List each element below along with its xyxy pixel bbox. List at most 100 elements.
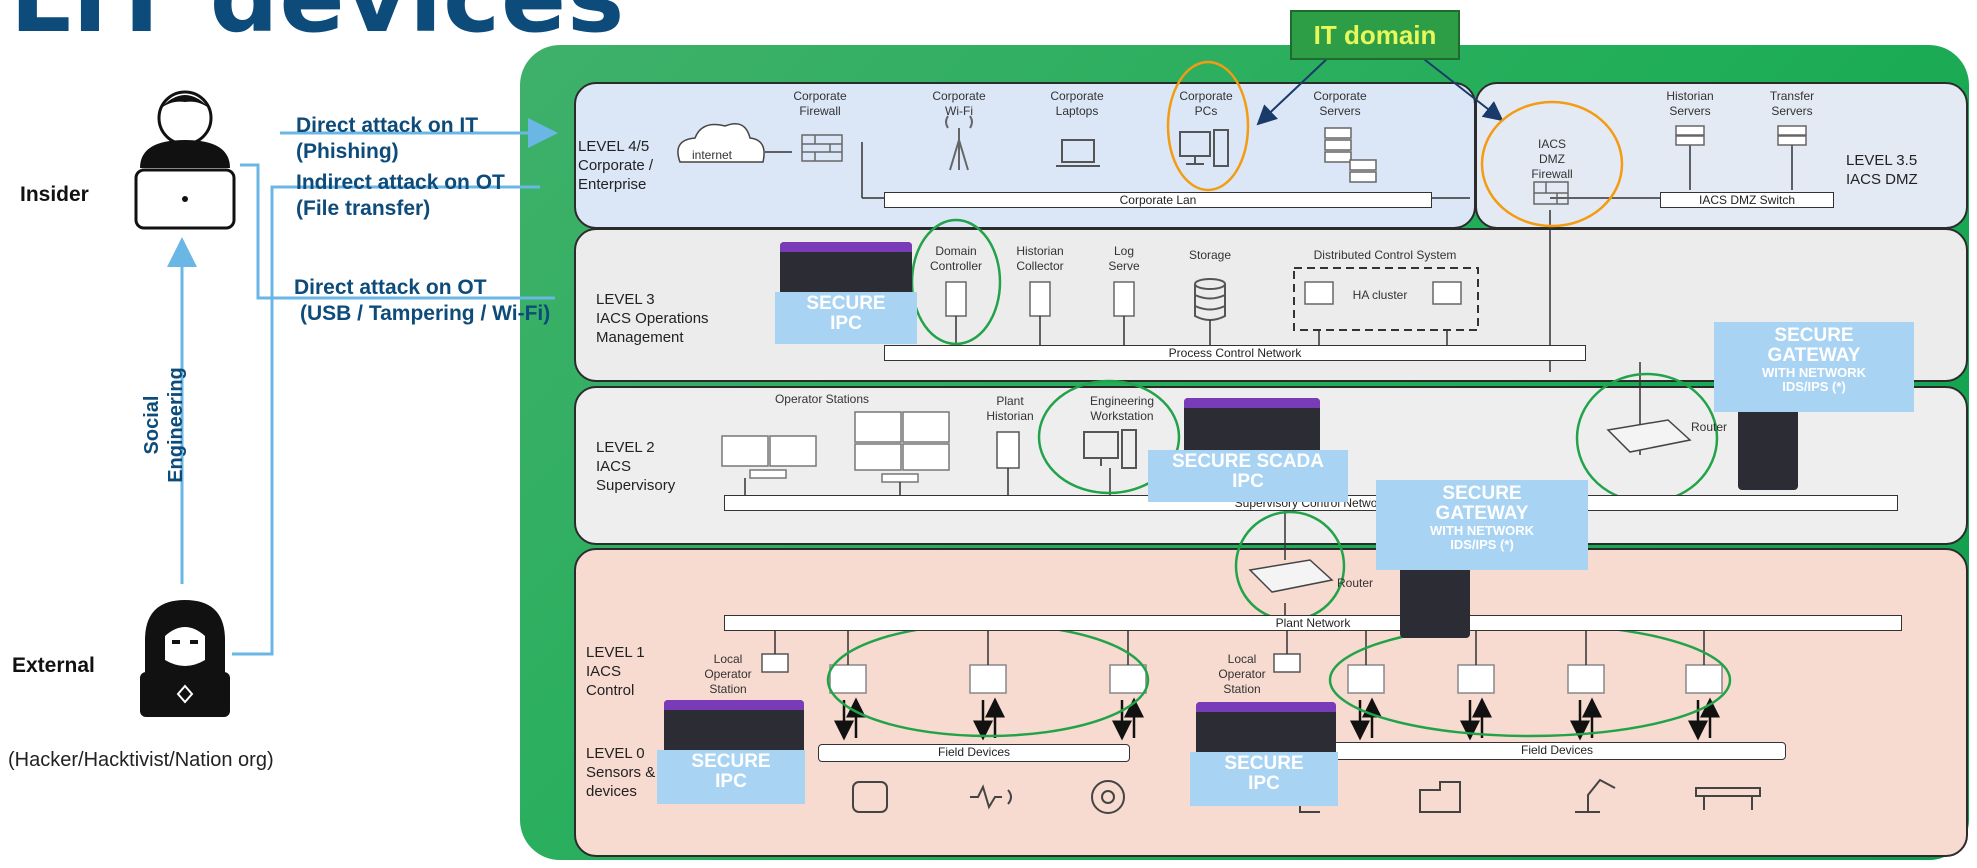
secure-ipc-l3-line1: SECURE: [806, 293, 886, 314]
network-lines: [861, 142, 1793, 615]
local-operator-station-b: [1273, 653, 1301, 673]
wifi-tower-icon: [945, 115, 973, 171]
pc-icon: [1179, 129, 1229, 167]
dmz-firewall-icon: [1533, 181, 1569, 205]
level-1-line2: IACS: [586, 663, 622, 680]
level-3-label: LEVEL 3 IACS Operations Management: [596, 290, 709, 347]
conveyor-icon: [1695, 787, 1761, 810]
insider-icon: [134, 90, 236, 230]
hacker-icon: [140, 600, 230, 717]
level-0-line3: devices: [586, 783, 637, 800]
engineering-line: Engineering: [165, 367, 187, 483]
secure-ipc-l3-line2: IPC: [830, 313, 862, 334]
turbine-icon: [1091, 780, 1125, 814]
dc-label-2: Controller: [929, 259, 983, 273]
engineering-workstation-icon: [1083, 429, 1137, 469]
field-devices-bar-b: Field Devices: [1328, 742, 1786, 760]
operator-stations-icon: [721, 411, 950, 483]
attack-usb: Direct attack on OT (USB / Tampering / W…: [294, 275, 550, 327]
laptops-label-2: Laptops: [1055, 104, 1099, 118]
social-line: Social: [141, 395, 163, 455]
sensor-signal-icon: [970, 784, 1012, 810]
ph-label-1: Plant: [996, 394, 1024, 408]
log-label-2: Serve: [1108, 259, 1140, 273]
dmz-fw-label-1: IACS: [1537, 137, 1566, 151]
plc-4: [1347, 664, 1385, 694]
ew-label-1: Engineering: [1089, 394, 1155, 408]
router-l2-label: Router: [1690, 420, 1728, 434]
gw-a-line3: WITH NETWORK: [1762, 365, 1866, 380]
gw-b-line3: WITH NETWORK: [1430, 523, 1534, 538]
transfer-servers-icon: [1777, 125, 1807, 146]
transfer-label-2: Servers: [1771, 104, 1813, 118]
level-2-label: LEVEL 2 IACS Supervisory: [596, 438, 675, 495]
plant-historian-icon: [996, 431, 1020, 469]
plc-1: [829, 664, 867, 694]
it-domain-badge: IT domain: [1290, 10, 1460, 60]
transfer-label-1: Transfer: [1769, 89, 1815, 103]
attack-phishing-line1: Direct attack on IT: [296, 114, 479, 137]
corporate-lan-bar: Corporate Lan: [884, 192, 1432, 208]
level-3-5-line1: LEVEL 3.5: [1846, 152, 1918, 169]
attack-usb-line1: Direct attack on OT: [294, 276, 487, 299]
level-0-label: LEVEL 0 Sensors & devices: [586, 744, 655, 801]
level-0-line1: LEVEL 0: [586, 745, 645, 762]
dc-label-1: Domain: [935, 244, 977, 258]
lo-a-3: Station: [709, 682, 747, 696]
secure-ipc-l0a-line2: IPC: [715, 771, 747, 792]
domain-controller-icon: [945, 281, 967, 317]
hist-srv-label-1: Historian: [1666, 89, 1714, 103]
router-l2-icon: [1606, 419, 1692, 453]
level-1-label: LEVEL 1 IACS Control: [586, 643, 645, 700]
wifi-label-1: Corporate: [932, 89, 986, 103]
firewall-label-1: Corporate: [793, 89, 847, 103]
corporate-servers-icon: [1324, 127, 1377, 183]
gw-a-line4: IDS/IPS (*): [1782, 379, 1846, 394]
attack-phishing-line2: (Phishing): [296, 140, 399, 163]
pump-icon: [1419, 781, 1461, 813]
level-3-line3: Management: [596, 329, 684, 346]
log-server-icon: [1113, 281, 1135, 317]
dmz-fw-label-2: DMZ: [1539, 152, 1565, 166]
file-transfer-path: [232, 185, 540, 656]
internet-cloud-icon: [677, 123, 765, 163]
level-4-5-label: LEVEL 4/5 Corporate / Enterprise: [578, 137, 653, 194]
plc-3: [1109, 664, 1147, 694]
historian-servers-icon: [1675, 125, 1705, 146]
pcs-label-1: Corporate: [1179, 89, 1233, 103]
level-1-line3: Control: [586, 682, 635, 699]
secure-ipc-label-l0-b: SECURE IPC: [1190, 752, 1338, 806]
secure-ipc-label-l0-a: SECURE IPC: [657, 750, 805, 804]
secure-ipc-l0a-line1: SECURE: [691, 751, 771, 772]
lo-b-1: Local: [1227, 652, 1257, 666]
level-1-line1: LEVEL 1: [586, 644, 645, 661]
level-4-5-line3: Enterprise: [578, 176, 647, 193]
gw-b-line4: IDS/IPS (*): [1450, 537, 1514, 552]
secure-scada-label: SECURE SCADA IPC: [1148, 450, 1348, 502]
level-4-5-line2: Corporate /: [578, 157, 654, 174]
local-operator-station-a: [761, 653, 789, 673]
laptop-icon: [1056, 139, 1100, 167]
lo-a-2: Operator: [704, 667, 752, 681]
attack-paths: [167, 118, 558, 656]
dcs-label: Distributed Control System: [1313, 248, 1457, 262]
level-4-5-line1: LEVEL 4/5: [578, 138, 650, 155]
level-3-5-line2: IACS DMZ: [1846, 171, 1918, 188]
secure-scada-line1: SECURE SCADA: [1171, 451, 1325, 472]
attack-file-line2: (File transfer): [296, 197, 431, 220]
hist-srv-label-2: Servers: [1669, 104, 1711, 118]
external-label: External: [12, 654, 95, 677]
corporate-firewall-icon: [801, 134, 843, 162]
ha-cluster-box: [1293, 267, 1479, 331]
plc-5: [1457, 664, 1495, 694]
level-3-line2: IACS Operations: [596, 310, 709, 327]
laptops-label-1: Corporate: [1050, 89, 1104, 103]
